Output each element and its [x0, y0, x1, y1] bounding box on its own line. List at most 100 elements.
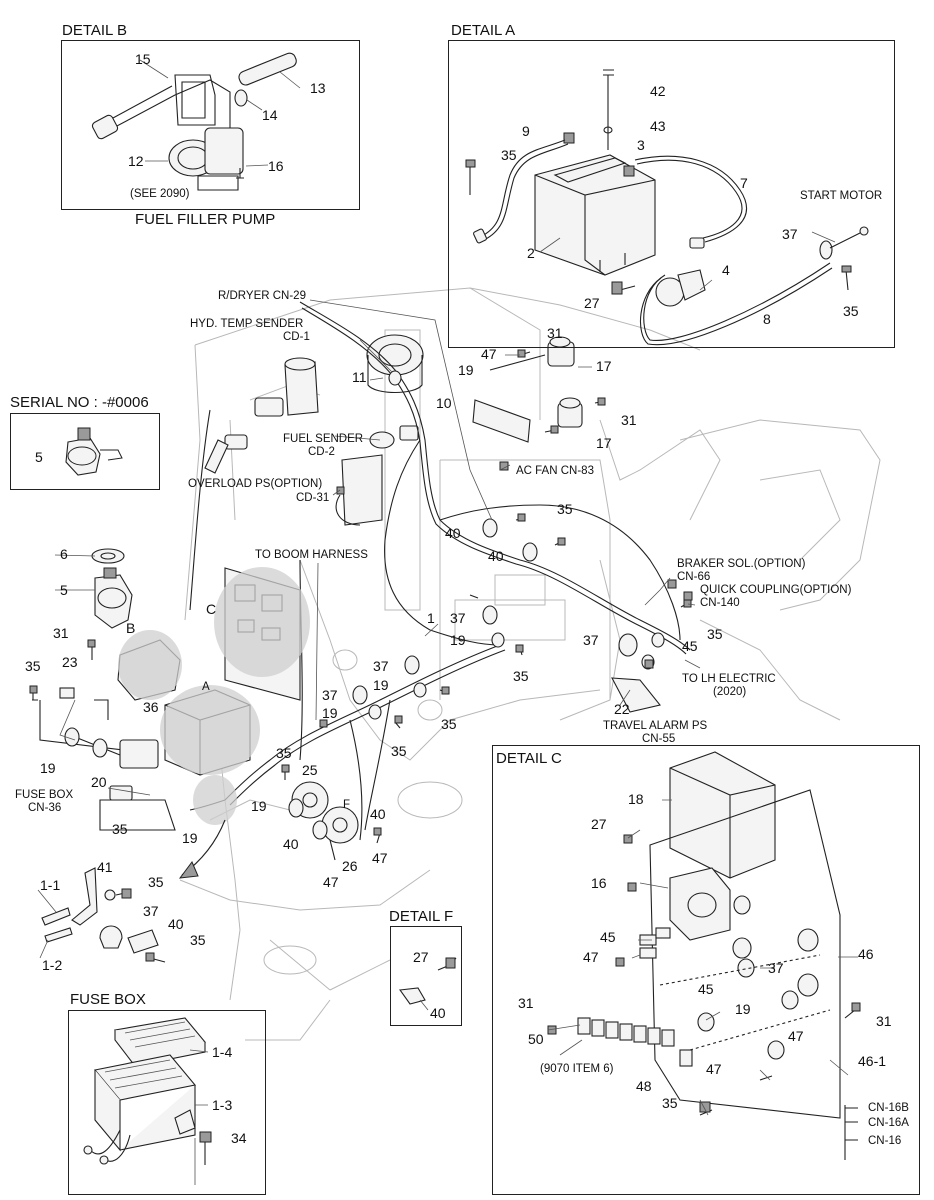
- callout-5-serial: 5: [35, 449, 43, 465]
- detail-b-frame: [61, 40, 360, 210]
- callout-15: 15: [135, 51, 151, 67]
- callout-35-a2: 35: [843, 303, 859, 319]
- fusebox-label-1: FUSE BOX: [15, 789, 74, 801]
- callout-35-m7: 35: [112, 821, 128, 837]
- callout-31-m1: 31: [547, 325, 563, 341]
- detail-c-title: DETAIL C: [496, 750, 562, 767]
- detail-f-title: DETAIL F: [389, 908, 454, 925]
- callout-20: 20: [91, 774, 107, 790]
- callout-40-ll: 40: [168, 916, 184, 932]
- callout-36: 36: [143, 699, 159, 715]
- callout-40-m1: 40: [445, 525, 461, 541]
- detail-a-frame: [448, 40, 895, 348]
- detail-b-note: (SEE 2090): [130, 188, 190, 200]
- connector-cn-16b: CN-16B: [868, 1102, 909, 1114]
- start-motor-label: START MOTOR: [800, 190, 883, 202]
- callout-23: 23: [62, 654, 78, 670]
- callout-9: 9: [522, 123, 530, 139]
- callout-42: 42: [650, 83, 666, 99]
- callout-46: 46: [858, 946, 874, 962]
- callout-25: 25: [302, 762, 318, 778]
- callout-10: 10: [436, 395, 452, 411]
- callout-11: 11: [352, 369, 367, 385]
- callout-35-m8: 35: [276, 745, 292, 761]
- callout-4: 4: [722, 262, 730, 278]
- callout-35-m4: 35: [441, 716, 457, 732]
- braker-label-2: CN-66: [677, 571, 711, 583]
- lower-left-parts: [37, 867, 166, 963]
- callout-22: 22: [614, 701, 630, 717]
- callout-43: 43: [650, 118, 666, 134]
- callout-35-m1: 35: [557, 501, 573, 517]
- connector-cn-16: CN-16: [868, 1135, 902, 1147]
- callout-6: 6: [60, 546, 68, 562]
- callout-31-c2: 31: [876, 1013, 892, 1029]
- callout-35-m3: 35: [513, 668, 529, 684]
- rdryer-label: R/DRYER CN-29: [218, 290, 306, 302]
- callout-37-m4: 37: [322, 687, 338, 703]
- letter-c: C: [206, 601, 217, 617]
- callout-35-ll2: 35: [190, 932, 206, 948]
- callout-37-c: 37: [768, 960, 784, 976]
- detail-b-drawing: [91, 52, 301, 191]
- callout-46-1: 46-1: [858, 1053, 887, 1069]
- serial-frame: [10, 413, 160, 490]
- callout-45-c1: 45: [600, 929, 616, 945]
- callout-47-c2: 47: [788, 1028, 804, 1044]
- callout-19-m2: 19: [450, 632, 466, 648]
- letter-a: A: [202, 681, 210, 693]
- letter-f: F: [343, 799, 351, 811]
- hyd-temp-label-2: CD-1: [283, 331, 310, 343]
- callout-19-m1: 19: [458, 362, 474, 378]
- callout-13: 13: [310, 80, 326, 96]
- callout-14: 14: [262, 107, 278, 123]
- callout-16: 16: [268, 158, 284, 174]
- callout-3: 3: [637, 137, 645, 153]
- callout-5-main: 5: [60, 582, 68, 598]
- detail-a-title: DETAIL A: [451, 22, 516, 39]
- callout-37-m2: 37: [583, 632, 599, 648]
- detail-b-title: DETAIL B: [62, 22, 128, 39]
- ac-fan-label: AC FAN CN-83: [516, 465, 594, 477]
- detail-b-caption: FUEL FILLER PUMP: [135, 211, 276, 228]
- callout-19-m7: 19: [251, 798, 267, 814]
- callout-47-m3: 47: [323, 874, 339, 890]
- callout-35-m6: 35: [25, 658, 41, 674]
- callout-41: 41: [97, 859, 113, 875]
- main-harness-drawing: [29, 299, 701, 879]
- callout-19-m4: 19: [322, 705, 338, 721]
- fuse-box-title: FUSE BOX: [70, 991, 146, 1008]
- fuse-box-frame: [68, 1010, 266, 1195]
- travel-label-1: TRAVEL ALARM PS: [603, 720, 708, 732]
- callout-27-c: 27: [591, 816, 607, 832]
- callout-19-m5: 19: [40, 760, 56, 776]
- callout-12: 12: [128, 153, 144, 169]
- callout-7: 7: [740, 175, 748, 191]
- callout-48: 48: [636, 1078, 652, 1094]
- callout-50: 50: [528, 1031, 544, 1047]
- callout-45-m1: 45: [682, 638, 698, 654]
- fuel-sender-label-2: CD-2: [308, 446, 335, 458]
- callout-47-m2: 47: [372, 850, 388, 866]
- callout-19-m6: 19: [182, 830, 198, 846]
- callout-2: 2: [527, 245, 535, 261]
- fuel-sender-label-1: FUEL SENDER: [283, 433, 364, 445]
- callout-1-1: 1-1: [40, 877, 61, 893]
- callout-37-ll: 37: [143, 903, 159, 919]
- fusebox-label-2: CN-36: [28, 802, 62, 814]
- callout-19-m3: 19: [373, 677, 389, 693]
- key-switch-drawing: [65, 427, 123, 476]
- overload-label-2: CD-31: [296, 492, 330, 504]
- callout-40-m4: 40: [283, 836, 299, 852]
- relay-row: [577, 1017, 693, 1067]
- boom-label: TO BOOM HARNESS: [255, 549, 368, 561]
- callout-35-m2: 35: [707, 626, 723, 642]
- lh-label-1: TO LH ELECTRIC: [682, 673, 776, 685]
- quick-label-1: QUICK COUPLING(OPTION): [700, 584, 852, 596]
- detail-c-drawing: [547, 751, 861, 1160]
- callout-35-m5: 35: [391, 743, 407, 759]
- detail-f-drawing: [399, 957, 457, 1011]
- detail-f-frame: [390, 926, 462, 1026]
- callout-19-c: 19: [735, 1001, 751, 1017]
- letter-b: B: [126, 620, 136, 636]
